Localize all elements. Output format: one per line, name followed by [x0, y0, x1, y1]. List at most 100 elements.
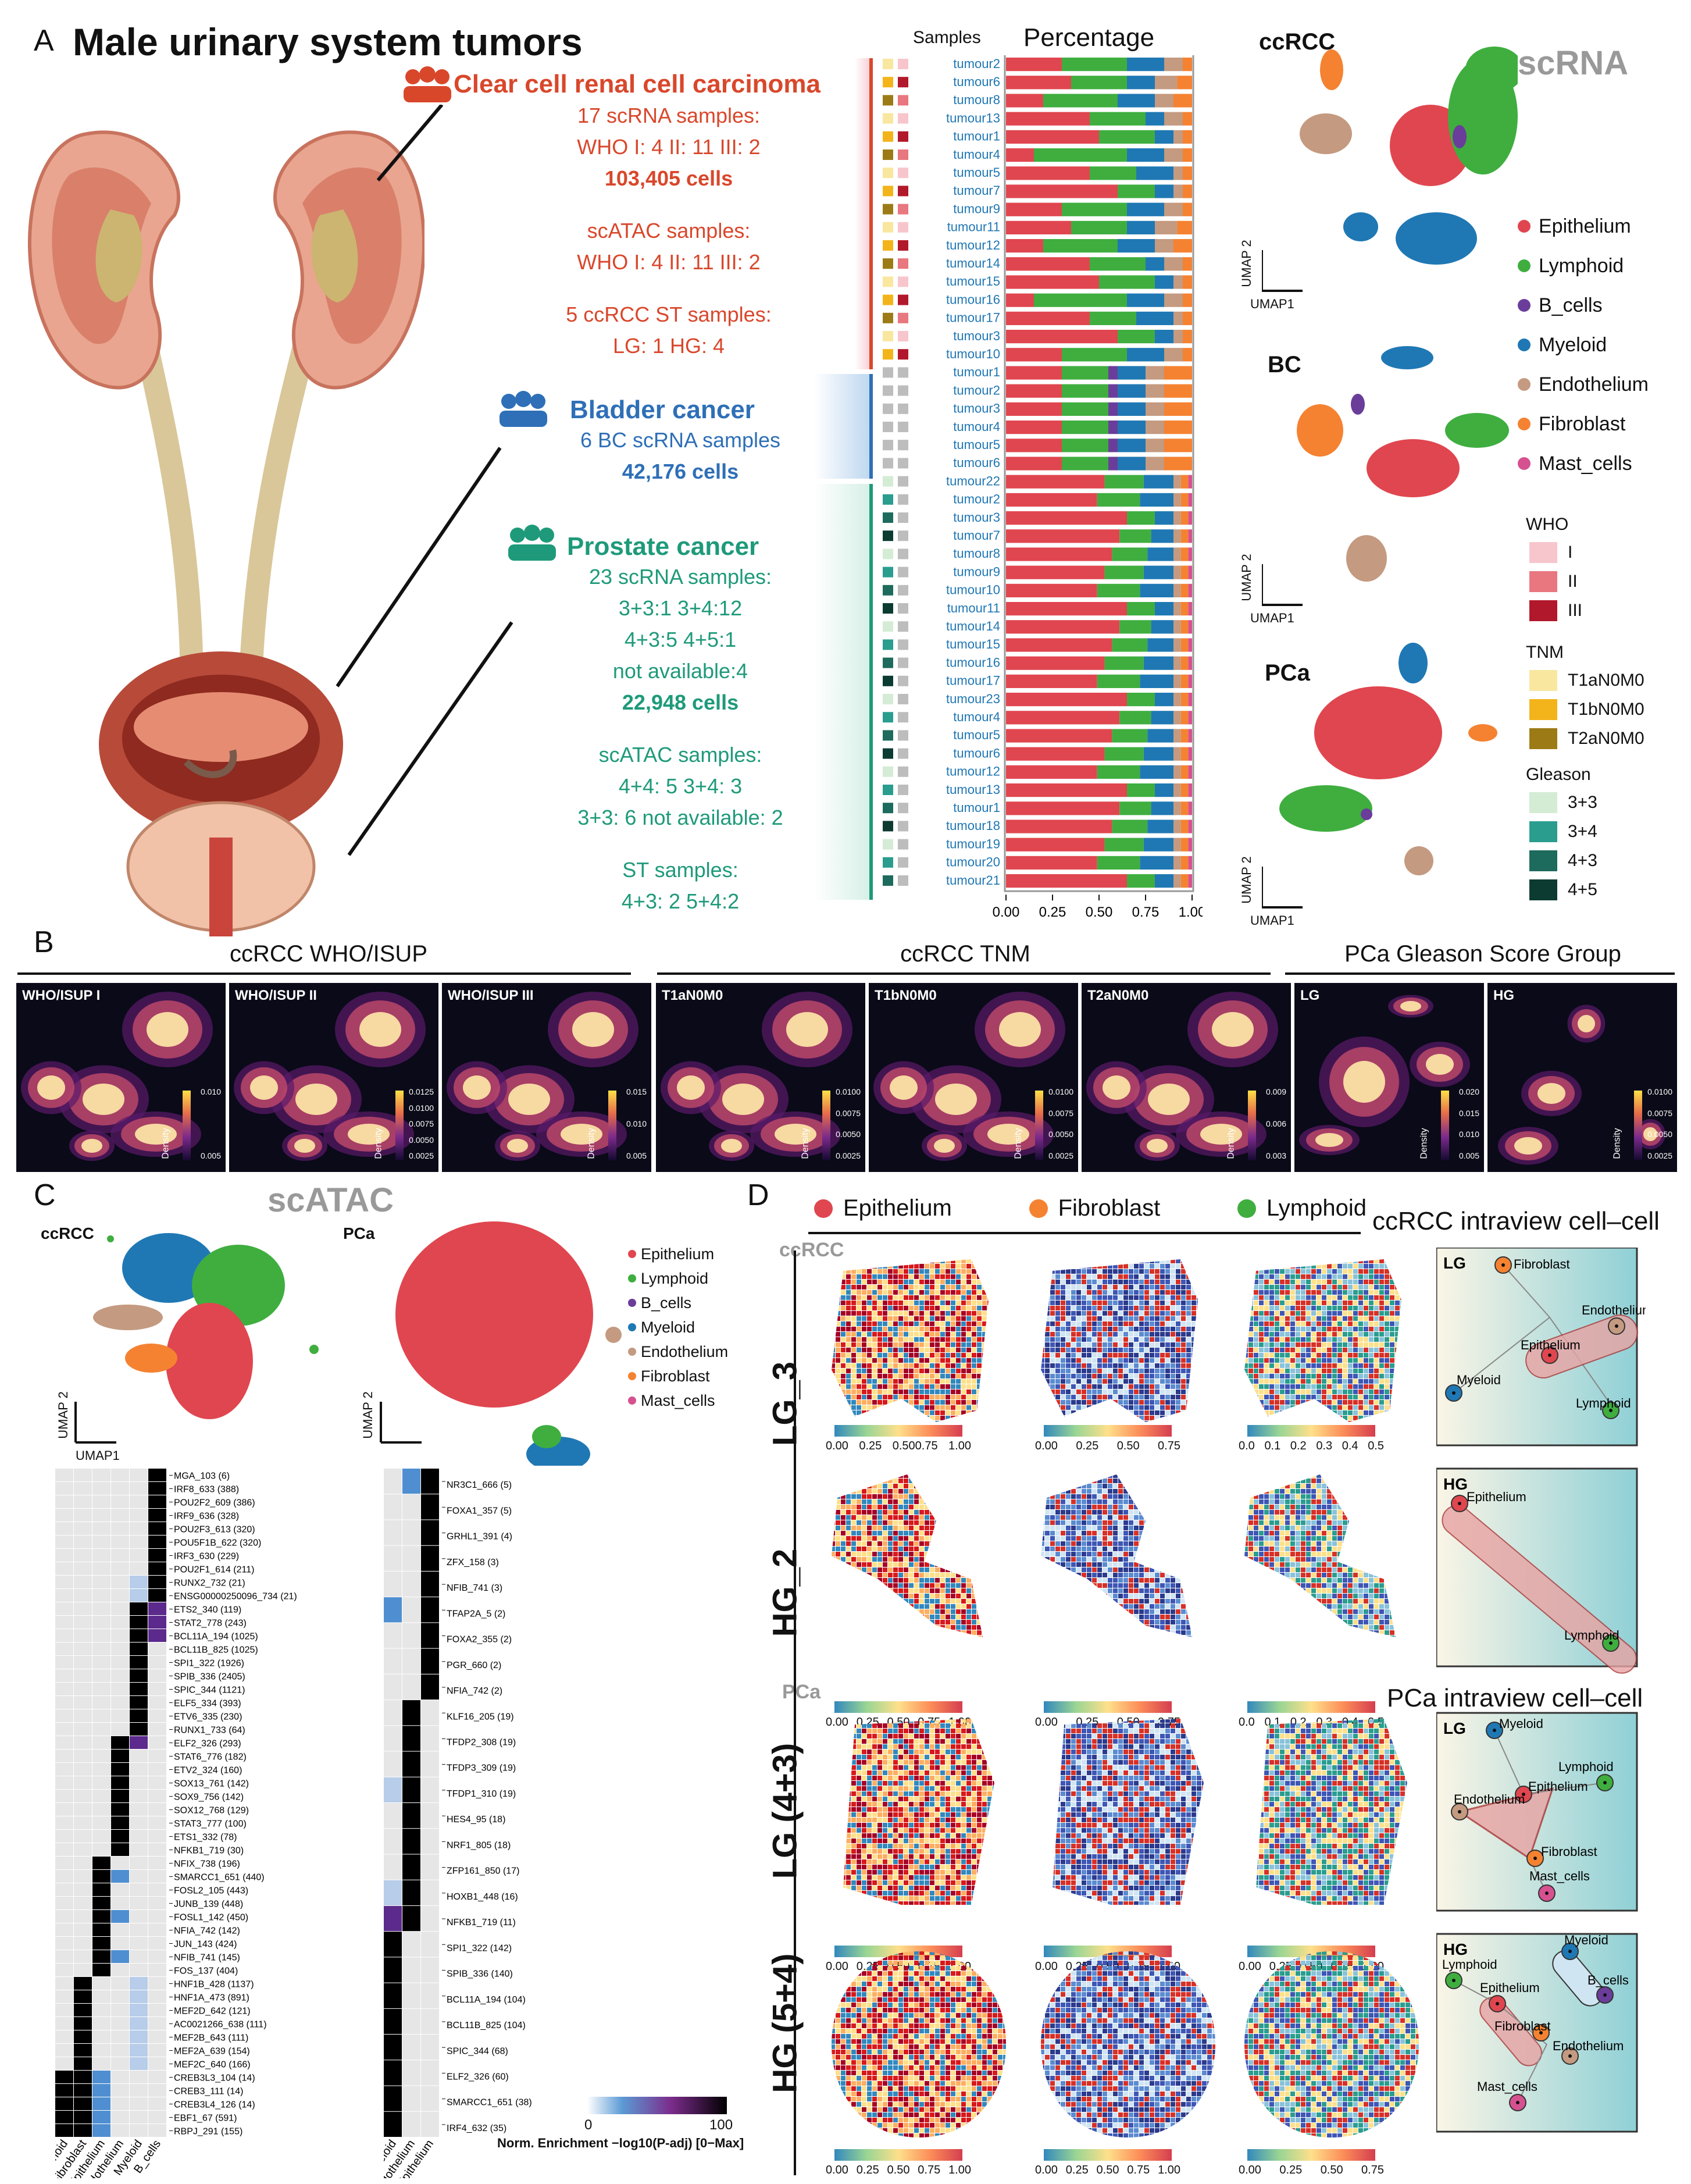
sample-label: tumour16: [946, 292, 1000, 307]
heat-cell: [74, 1937, 92, 1950]
motif-label: JUN_143 (424): [174, 1939, 237, 1949]
people-icon-bc: [500, 391, 547, 427]
who-swatch: [898, 603, 908, 614]
heat-cell: [111, 1602, 129, 1615]
motif-label: SPIB_336 (140): [447, 1969, 513, 1979]
who-swatch: [898, 149, 908, 160]
sample-label: tumour5: [953, 437, 1000, 452]
heat-cell: [421, 1932, 439, 1957]
tnm-gleason-swatch: [883, 95, 893, 106]
heat-cell: [130, 1469, 148, 1481]
heat-cell: [148, 2044, 166, 2057]
heat-cell: [384, 1751, 402, 1777]
heat-cell: [74, 1843, 92, 1856]
sample-label: tumour10: [946, 583, 1000, 597]
legend-item: III: [1529, 596, 1582, 625]
heat-cell: [130, 2004, 148, 2016]
heat-cell: [130, 1883, 148, 1896]
heat-cell: [130, 1616, 148, 1629]
heat-cell: [74, 1897, 92, 1909]
heat-cell: [148, 1816, 166, 1829]
who-swatch: [898, 186, 908, 197]
legend-swatch: [1529, 792, 1557, 813]
panel-c-label: C: [34, 1178, 56, 1212]
node-label: Lymphoid: [1564, 1628, 1619, 1643]
samples-header: Samples: [913, 28, 981, 47]
heat-cell: [421, 1571, 439, 1597]
heat-cell: [111, 1750, 129, 1762]
heat-cell: [148, 1509, 166, 1522]
bc-band: [814, 374, 872, 479]
spatial-colorbar: [1044, 1701, 1172, 1713]
legend-item: Myeloid: [628, 1315, 728, 1339]
heat-cell: [148, 1897, 166, 1909]
heat-cell: [148, 1763, 166, 1776]
who-swatch: [898, 657, 908, 668]
motif-label: NR3C1_666 (5): [447, 1480, 512, 1490]
motif-label: HES4_95 (18): [447, 1815, 505, 1825]
motif-label: PGR_660 (2): [447, 1661, 501, 1670]
row-label-hg54: HG (5+4): [766, 1953, 804, 2093]
heat-cell: [92, 2071, 110, 2083]
tnm-gleason-swatch: [883, 657, 893, 668]
heat-cell: [384, 1597, 402, 1623]
heat-cell: [148, 1857, 166, 1869]
legend-dot: [1518, 339, 1531, 351]
tnm-gleason-swatch: [883, 712, 893, 723]
heat-cell: [148, 2084, 166, 2097]
heat-cell: [74, 2030, 92, 2043]
heat-cell: [384, 1905, 402, 1932]
heat-cell: [55, 2004, 73, 2016]
heat-cell: [55, 2124, 73, 2137]
heat-cell: [55, 1736, 73, 1749]
heat-cell: [148, 1843, 166, 1856]
heat-cell: [148, 1736, 166, 1749]
density-tick: 0.020: [1458, 1087, 1479, 1096]
heat-cell: [148, 1522, 166, 1535]
motif-label: TFDP1_310 (19): [447, 1789, 516, 1799]
heat-cell: [111, 2030, 129, 2043]
heat-cell: [74, 2097, 92, 2110]
node-label: Epithelium: [1467, 1490, 1526, 1504]
heat-cell: [130, 1576, 148, 1588]
node-label: Endothelium: [1553, 2039, 1624, 2053]
heat-cell: [148, 1616, 166, 1629]
density-tick: 0.0025: [409, 1151, 434, 1160]
scatac-ccrcc-title: ccRCC: [41, 1224, 94, 1242]
tnm-gleason-swatch: [883, 367, 893, 378]
motif-label: FOSL1_142 (450): [174, 1912, 248, 1922]
heat-cell: [421, 2060, 439, 2086]
heat-cell: [148, 1937, 166, 1950]
sample-label: tumour15: [946, 274, 1000, 288]
heat-cell: [402, 1803, 420, 1829]
heat-cell: [384, 1623, 402, 1648]
node-label: Lymphoid: [1558, 1759, 1614, 1774]
pointer-lines: [336, 105, 513, 856]
heat-cell: [74, 1576, 92, 1588]
legend-swatch: [1529, 542, 1557, 563]
heat-cell: [111, 1816, 129, 1829]
sample-label: tumour3: [953, 510, 1000, 525]
heat-cell: [148, 1643, 166, 1655]
tnm-gleason-swatch: [883, 113, 893, 124]
sample-label: tumour17: [946, 311, 1000, 325]
heat-cell: [111, 1629, 129, 1642]
spatial-map: [1244, 1951, 1419, 2137]
motif-label: FOXA1_357 (5): [447, 1506, 512, 1516]
sample-label: tumour23: [946, 692, 1000, 706]
motif-label: NFIA_742 (2): [447, 1686, 502, 1696]
heat-cell: [130, 1535, 148, 1548]
heat-cell: [74, 1950, 92, 1963]
heat-cell: [111, 2057, 129, 2070]
heat-cell: [74, 1469, 92, 1481]
heat-cell: [74, 1910, 92, 1923]
heat-cell: [92, 2044, 110, 2057]
sample-label: tumour7: [953, 183, 1000, 198]
sample-label: tumour1: [953, 800, 1000, 815]
section-gleason: PCa Gleason Score Group: [1344, 941, 1621, 967]
heat-cell: [92, 1937, 110, 1950]
network-tag: HG: [1443, 1475, 1468, 1493]
